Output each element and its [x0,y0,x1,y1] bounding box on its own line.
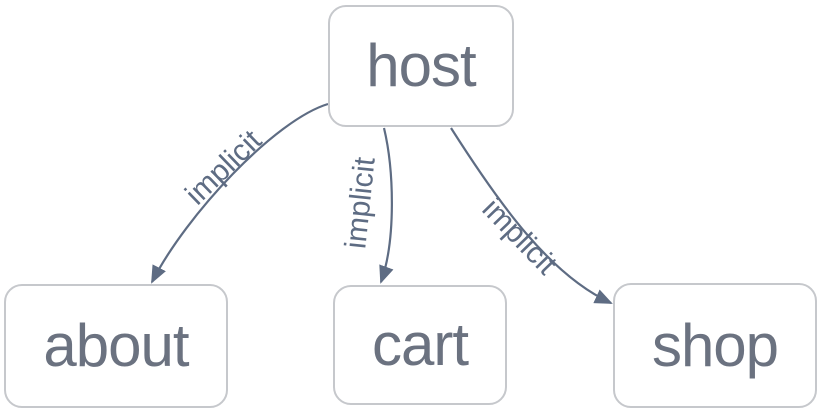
node-shop[interactable]: shop [613,283,817,408]
node-host-label: host [366,32,476,99]
node-host[interactable]: host [328,5,514,127]
edge-host-cart [379,127,394,284]
node-about-label: about [43,312,189,379]
node-shop-label: shop [651,311,779,379]
edge-host-about [151,102,329,284]
node-cart-label: cart [371,311,469,378]
node-cart[interactable]: cart [333,285,507,405]
edge-host-shop [450,127,613,304]
node-about[interactable]: about [4,284,228,408]
